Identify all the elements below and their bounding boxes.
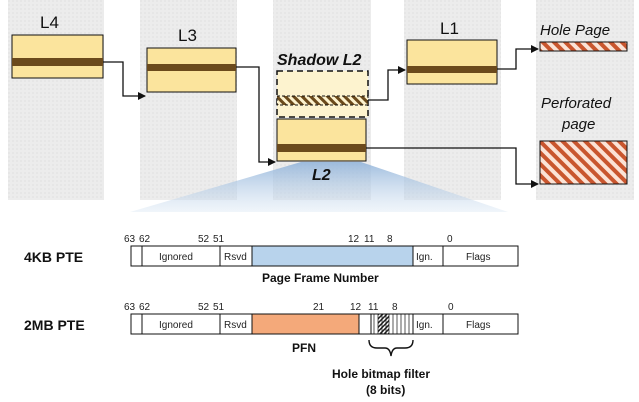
- perforated-label-line1: Perforated: [541, 95, 612, 112]
- l2-table: L2: [276, 118, 367, 184]
- pointer-arrows: [103, 45, 539, 188]
- arrow-shadow-l2-to-l1: [368, 66, 406, 101]
- shadow-l2-entry: [276, 95, 369, 106]
- column-l4: [8, 0, 104, 200]
- l1-label: L1: [440, 19, 459, 38]
- filter-brace: [368, 339, 414, 357]
- bit-8: 8: [387, 234, 393, 245]
- hole-page-label: Hole Page: [540, 22, 610, 39]
- bit-52: 52: [198, 302, 210, 313]
- pte-4kb-pfn-field: [252, 246, 413, 266]
- bit-11: 11: [368, 302, 379, 313]
- l4-table: L4: [11, 13, 104, 79]
- arrow-l2-to-perforated-page: [366, 147, 539, 188]
- l4-label: L4: [40, 13, 59, 32]
- pte-2mb-label: 2MB PTE: [24, 317, 85, 333]
- l4-entry: [12, 58, 103, 66]
- pte-4kb-label: 4KB PTE: [24, 249, 83, 265]
- filter-label-line1: Hole bitmap filter: [332, 367, 430, 381]
- filter-label-line2: (8 bits): [366, 383, 405, 397]
- bit-63: 63: [124, 234, 136, 245]
- bit-21: 21: [313, 302, 325, 313]
- bit-8: 8: [392, 302, 398, 313]
- field-flags: Flags: [466, 320, 490, 331]
- pte-4kb: 4KB PTE 63 62 52 51 12 11 8 0 Ignored Rs…: [24, 234, 519, 285]
- field-ign: Ign.: [416, 252, 433, 263]
- bit-12: 12: [348, 234, 360, 245]
- pte-zoom-fan: [130, 162, 508, 212]
- perforated-label-line2: page: [561, 116, 595, 133]
- perforated-page: Perforated page: [539, 95, 628, 185]
- pfn-label-4kb: Page Frame Number: [262, 271, 379, 285]
- bit-12: 12: [350, 302, 362, 313]
- l1-table: L1: [406, 19, 498, 85]
- column-l1: [404, 0, 501, 200]
- shadow-l2-label: Shadow L2: [277, 52, 362, 69]
- bit-51: 51: [213, 234, 225, 245]
- bit-0: 0: [447, 234, 453, 245]
- field-ignored: Ignored: [159, 320, 193, 331]
- field-rsvd: Rsvd: [224, 252, 247, 263]
- bit-63: 63: [124, 302, 136, 313]
- bit-62: 62: [139, 234, 151, 245]
- column-l3: [140, 0, 237, 200]
- arrow-l1-to-hole-page: [497, 45, 539, 70]
- bit-0: 0: [448, 302, 454, 313]
- bit-52: 52: [198, 234, 210, 245]
- field-ignored: Ignored: [159, 252, 193, 263]
- pte-2mb: 2MB PTE 63 62 52 51 21 12: [24, 302, 519, 397]
- pte-2mb-pfn-field: [252, 314, 359, 334]
- hole-bitmap-filter: [371, 314, 413, 334]
- l1-entry: [407, 66, 497, 73]
- field-flags: Flags: [466, 252, 490, 263]
- field-ign: Ign.: [416, 320, 433, 331]
- l2-label: L2: [312, 167, 331, 184]
- bit-11: 11: [364, 234, 375, 245]
- hole-page: Hole Page: [539, 22, 628, 52]
- pfn-label-2mb: PFN: [292, 341, 316, 355]
- l3-entry: [147, 64, 236, 71]
- l2-entry: [277, 144, 366, 152]
- arrow-l4-to-l3: [103, 61, 146, 100]
- arrow-l3-to-l2: [236, 66, 276, 166]
- bit-62: 62: [139, 302, 151, 313]
- l3-table: L3: [146, 26, 237, 93]
- filter-set-bit: [378, 314, 389, 334]
- field-rsvd: Rsvd: [224, 320, 247, 331]
- l3-label: L3: [178, 26, 197, 45]
- bit-51: 51: [213, 302, 225, 313]
- shadow-l2-table: Shadow L2: [276, 52, 369, 118]
